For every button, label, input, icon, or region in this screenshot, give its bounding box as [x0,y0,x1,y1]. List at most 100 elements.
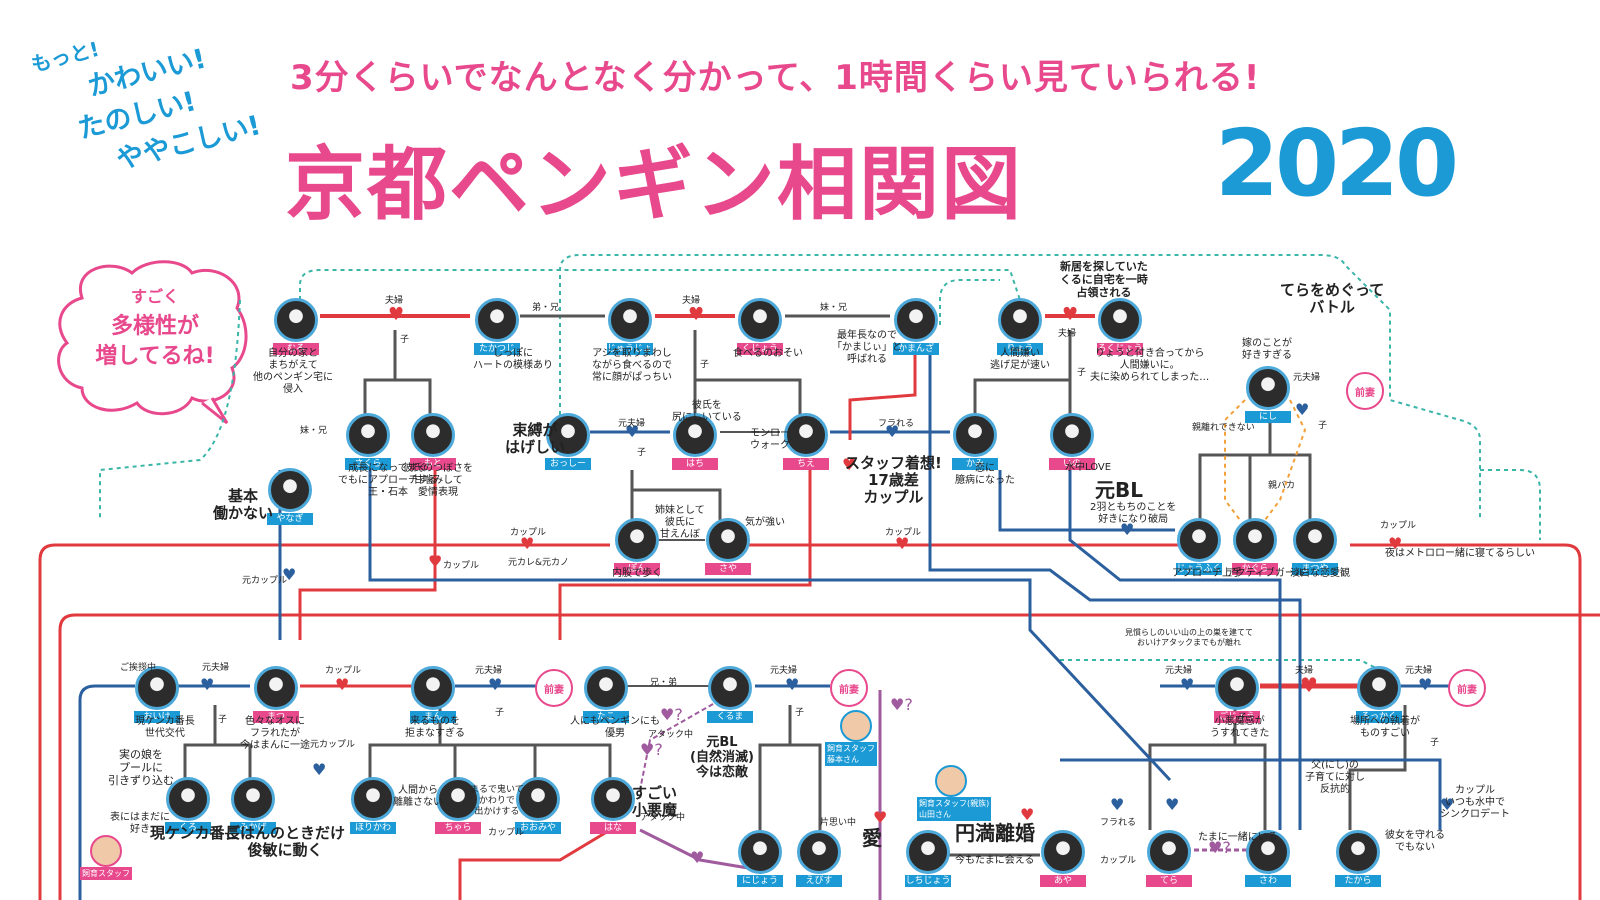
line-hachi-children [630,470,722,520]
penguin-node-kujo[interactable]: くじょう [737,298,783,355]
line-purple-1 [639,699,721,791]
penguin-node-kuro[interactable]: くろ [165,777,211,834]
penguin-name: くるま [707,711,753,723]
callout-battle: てらをめぐって バトル [1280,281,1385,316]
penguin-node-ryo[interactable]: りょう [997,298,1043,355]
penguin-name: たから [1335,875,1381,887]
penguin-photo [1293,518,1337,562]
bubble-line-1: すごく [130,287,179,306]
penguin-photo [1147,830,1191,874]
relation-label: カップル [885,528,922,538]
penguin-name: じょうふく [1176,563,1222,575]
penguin-photo [1177,518,1221,562]
penguin-photo [1233,518,1277,562]
penguin-node-nijo[interactable]: にじょう [737,830,783,887]
penguin-node-omiya[interactable]: おおみや [515,777,561,834]
penguin-node-chie[interactable]: ちえ [783,413,829,470]
penguin-node-kuruma[interactable]: くるま [707,666,753,723]
penguin-name: じゅうじょう [607,343,662,355]
penguin-photo [411,666,455,710]
penguin-node-rokkaku[interactable]: ろっかく [1356,666,1402,723]
note-takara: 彼女を守れる でもない [1385,830,1445,853]
broken-heart-icon-6: ♥ [488,675,503,694]
penguin-node-tera[interactable]: てら [1146,830,1192,887]
penguin-photo [411,413,455,457]
penguin-node-pon[interactable]: ぽん [614,518,660,575]
relation-label: 夫婦 [385,296,404,306]
penguin-name: ろっかく [1356,711,1402,723]
penguin-node-tako[interactable]: たこ [583,666,629,723]
penguin-name: おおみや [515,822,561,834]
note-kuro: 現ケンカ番長 [150,824,240,842]
penguin-node-horikawa[interactable]: ほりかわ [350,777,396,834]
penguin-node-gojo[interactable]: ごじょう [1214,666,1260,723]
heart-icon-purple2: ♥? [660,705,683,724]
penguin-node-yanagi[interactable]: やなぎ [267,468,313,525]
penguin-node-ebisu[interactable]: えびす [796,830,842,887]
line-blue-long-3 [368,470,1172,782]
heart-icon-matsu: ♥ [335,675,350,694]
penguin-photo [475,298,519,342]
penguin-node-oike[interactable]: おいけ [134,666,180,723]
staff-avatar-yamada [935,765,967,797]
heart-icon-moto: ♥ [428,552,443,571]
penguin-node-chara[interactable]: ちゃら [435,777,481,834]
penguin-node-hana[interactable]: はな [590,777,636,834]
penguin-photo [254,666,298,710]
penguin-node-moto[interactable]: もと [410,413,456,470]
penguin-node-mikage[interactable]: みかげ [230,777,276,834]
penguin-node-takara[interactable]: たから [1335,830,1381,887]
penguin-node-shichijo[interactable]: しちじょう [905,830,951,887]
penguin-name: もと [410,458,456,470]
penguin-photo [166,777,210,821]
callout-new-home: 新居を探していた くるに自宅を一時 占領される [1060,260,1148,299]
penguin-name: はち [672,458,718,470]
penguin-node-jujo[interactable]: じゅうじょう [607,298,662,355]
callout-oyako: 父(にし)の 子育てに対し 反抗的 [1305,760,1365,795]
penguin-node-kami[interactable]: かみ [952,413,998,470]
penguin-node-aya[interactable]: あや [1040,830,1086,887]
bubble-line-2: 多様性が [110,314,199,339]
relation-label: 子 [1318,421,1328,431]
note-tako: 人にもペンギンにも 優男 [570,716,660,739]
penguin-node-takatsuji[interactable]: たかつじ [474,298,520,355]
note-oike: 現ケンカ番長 世代交代 [135,716,195,739]
penguin-name: にし [1245,411,1291,423]
penguin-node-nishi[interactable]: にし [1245,366,1291,423]
penguin-node-muro[interactable]: むろ [273,298,319,355]
callout-maehen: まるで鬼いて かわりで 出かけする [470,785,524,817]
broken-heart-icon-1: ♥ [625,422,640,441]
penguin-name: おっしー [545,458,591,470]
line-blue-long-7 [1060,758,1442,830]
penguin-node-oshi[interactable]: おっしー [545,413,591,470]
relation-label: カップル [510,528,547,538]
penguin-node-matsu[interactable]: まつ [253,666,299,723]
penguin-node-rokujo[interactable]: ろくじょう [1097,298,1143,355]
dotted-group-border [559,254,1481,520]
penguin-photo [1246,830,1290,874]
penguin-node-ino[interactable]: いの [1049,413,1095,470]
penguin-node-sawa[interactable]: さわ [1245,830,1291,887]
bubble-line-3: 増してるね! [95,344,215,369]
penguin-photo [584,666,628,710]
penguin-node-man[interactable]: まん [410,666,456,723]
penguin-node-jofuku[interactable]: じょうふく [1176,518,1222,575]
penguin-name: ぽん [614,563,660,575]
penguin-node-kagura[interactable]: かぐら [1232,518,1278,575]
callout-mio: 見慣らしのいい山の上の巣を建てて おいけアタックまでもが離れ [1125,628,1253,647]
heart-icon-ai: ♥ [873,808,888,827]
penguin-name: にじょう [737,875,783,887]
heart-icon-purple5: ♥? [1208,838,1231,857]
penguin-node-hachi[interactable]: はち [672,413,718,470]
penguin-node-sakura[interactable]: さくら [345,413,391,470]
dotted-line-left [299,269,1021,301]
relation-label: 元カップル [242,576,288,586]
relation-label: 元夫婦 [475,666,503,676]
note-jofuku: アプローチ上手 [1172,568,1242,579]
note-pon: 内股で歩く [612,568,662,579]
penguin-node-kamanza[interactable]: かまんざ [893,298,939,355]
penguin-node-matsuya[interactable]: まつや [1292,518,1338,575]
penguin-node-saya[interactable]: さや [705,518,751,575]
penguin-photo [1041,830,1085,874]
relation-label: 子 [700,360,710,370]
